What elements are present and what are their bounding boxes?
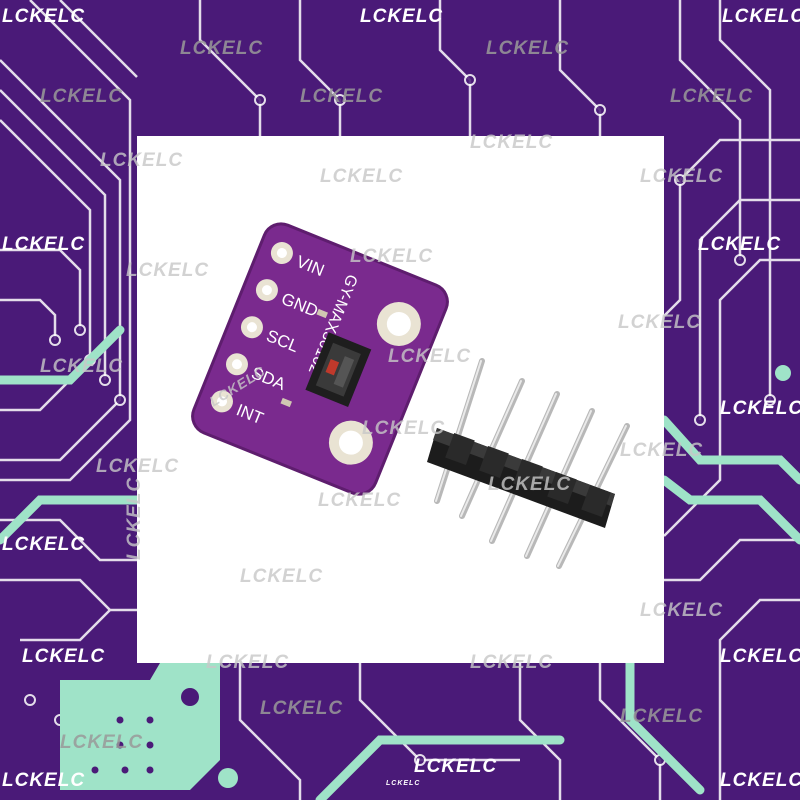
watermark: LCKELC: [240, 566, 324, 587]
watermark: LCKELC: [722, 6, 800, 27]
watermark: LCKELC: [386, 780, 421, 787]
watermark: LCKELC: [470, 652, 554, 673]
pin-header: [427, 358, 630, 569]
mounting-hole: [328, 420, 373, 465]
watermark: LCKELC: [720, 646, 800, 667]
watermark: LCKELC: [2, 234, 86, 255]
watermark: LCKELC: [350, 246, 434, 267]
watermark: LCKELC: [40, 356, 124, 377]
watermark: LCKELC: [620, 706, 704, 727]
watermark: LCKELC: [300, 86, 384, 107]
watermark: LCKELC: [388, 346, 472, 367]
watermark: LCKELC: [260, 698, 344, 719]
mounting-hole: [376, 301, 421, 346]
watermark: LCKELC: [360, 6, 444, 27]
watermark: LCKELC: [488, 474, 572, 495]
watermark: LCKELC: [96, 456, 180, 477]
watermark: LCKELC: [670, 86, 754, 107]
watermark: LCKELC: [414, 756, 498, 777]
watermark: LCKELC: [60, 732, 144, 753]
watermark: LCKELC: [126, 260, 210, 281]
watermark: LCKELC: [470, 132, 554, 153]
watermark: LCKELC: [720, 398, 800, 419]
sensor-module-illustration: VIN GND SCL SDA INT GY-MAX30102: [191, 222, 630, 569]
watermark: LCKELC: [620, 440, 704, 461]
watermark: LCKELC: [486, 38, 570, 59]
watermark: LCKELC: [320, 166, 404, 187]
watermark: LCKELC: [100, 150, 184, 171]
watermark: LCKELC: [124, 476, 145, 560]
watermark: LCKELC: [640, 600, 724, 621]
watermark: LCKELC: [22, 646, 106, 667]
watermark: LCKELC: [40, 86, 124, 107]
watermark: LCKELC: [2, 6, 86, 27]
max30102-sensor-chip: [305, 332, 372, 408]
watermark: LCKELC: [362, 418, 446, 439]
pcb-board: VIN GND SCL SDA INT GY-MAX30102: [191, 222, 449, 496]
watermark: LCKELC: [318, 490, 402, 511]
watermark: LCKELC: [2, 534, 86, 555]
watermark: LCKELC: [618, 312, 702, 333]
watermark: LCKELC: [720, 770, 800, 791]
watermark: LCKELC: [698, 234, 782, 255]
watermark: LCKELC: [640, 166, 724, 187]
watermark: LCKELC: [180, 38, 264, 59]
watermark: LCKELC: [2, 770, 86, 791]
watermark: LCKELC: [206, 652, 290, 673]
